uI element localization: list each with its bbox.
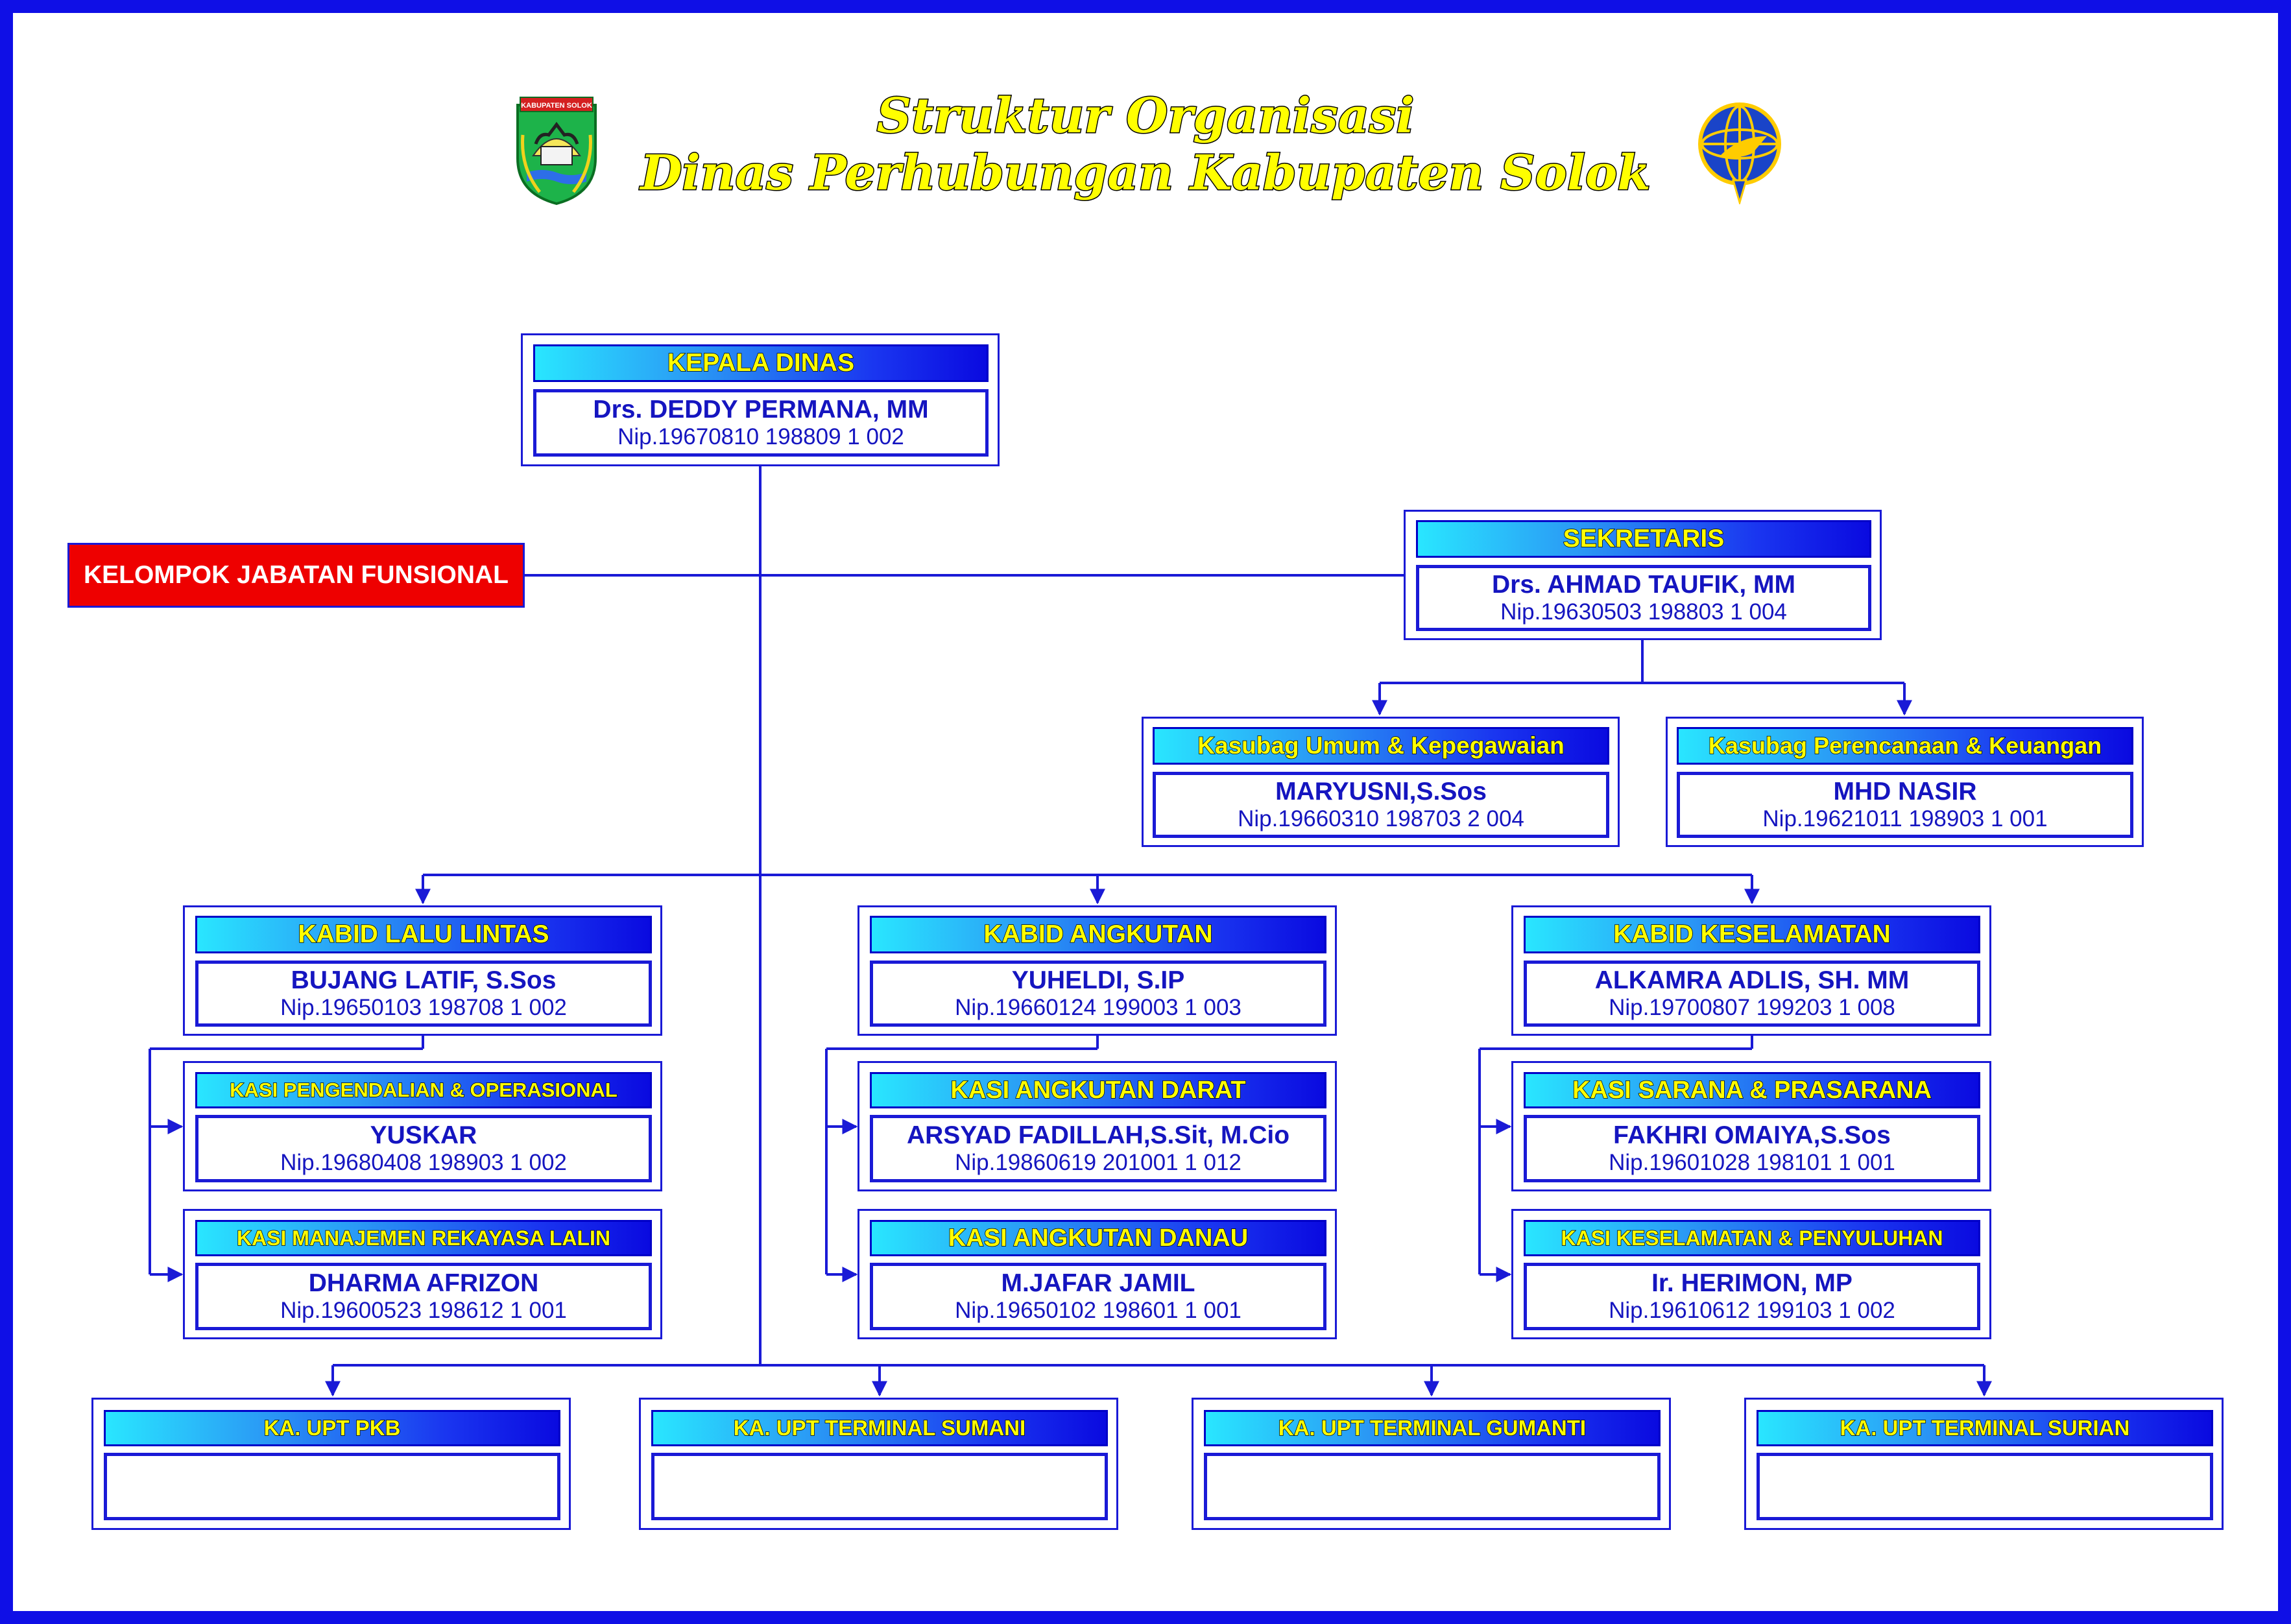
kasubag-perencanaan-title: Kasubag Perencanaan & Keuangan xyxy=(1677,727,2133,765)
kasi-angkutan-darat-name: ARSYAD FADILLAH,S.Sit, M.Cio xyxy=(906,1121,1290,1149)
kasi-sarana-name: FAKHRI OMAIYA,S.Sos xyxy=(1613,1121,1891,1149)
kabid-angkutan-nip: Nip.19660124 199003 1 003 xyxy=(955,995,1241,1020)
kabid-keselamatan-title: KABID KESELAMATAN xyxy=(1524,916,1980,953)
kasi-angkutan-darat-nip: Nip.19860619 201001 1 012 xyxy=(955,1150,1241,1175)
kepala-dinas-name: Drs. DEDDY PERMANA, MM xyxy=(593,396,929,424)
kabid-lalu-lintas-box: KABID LALU LINTAS BUJANG LATIF, S.Sos Ni… xyxy=(183,905,662,1036)
kabid-keselamatan-nip: Nip.19700807 199203 1 008 xyxy=(1609,995,1895,1020)
emblem-text: KABUPATEN SOLOK xyxy=(521,102,592,110)
kasubag-perencanaan-nip: Nip.19621011 198903 1 001 xyxy=(1762,806,2048,831)
kabid-keselamatan-box: KABID KESELAMATAN ALKAMRA ADLIS, SH. MM … xyxy=(1511,905,1991,1036)
kasubag-umum-nip: Nip.19660310 198703 2 004 xyxy=(1238,806,1524,831)
kabid-lalu-lintas-nip: Nip.19650103 198708 1 002 xyxy=(280,995,567,1020)
kasi-keselamatan-box: KASI KESELAMATAN & PENYULUHAN Ir. HERIMO… xyxy=(1511,1209,1991,1339)
sekretaris-nip: Nip.19630503 198803 1 004 xyxy=(1500,599,1787,625)
kasubag-perencanaan-box: Kasubag Perencanaan & Keuangan MHD NASIR… xyxy=(1666,717,2144,847)
kasi-keselamatan-title: KASI KESELAMATAN & PENYULUHAN xyxy=(1524,1220,1980,1256)
kasi-keselamatan-name: Ir. HERIMON, MP xyxy=(1651,1269,1853,1297)
upt-surian-box: KA. UPT TERMINAL SURIAN xyxy=(1744,1398,2224,1530)
kepala-dinas-title: KEPALA DINAS xyxy=(533,344,989,382)
kasi-keselamatan-nip: Nip.19610612 199103 1 002 xyxy=(1609,1298,1895,1323)
kepala-dinas-nip: Nip.19670810 198809 1 002 xyxy=(618,424,904,449)
kabid-lalu-lintas-name: BUJANG LATIF, S.Sos xyxy=(291,966,557,994)
kabid-angkutan-name: YUHELDI, S.IP xyxy=(1011,966,1185,994)
upt-surian-name-field xyxy=(1757,1453,2213,1520)
kabid-lalu-lintas-title: KABID LALU LINTAS xyxy=(195,916,652,953)
kasi-manajemen-title: KASI MANAJEMEN REKAYASA LALIN xyxy=(195,1220,652,1256)
kasi-angkutan-danau-name: M.JAFAR JAMIL xyxy=(1001,1269,1195,1297)
kasubag-umum-title: Kasubag Umum & Kepegawaian xyxy=(1153,727,1609,765)
kasi-manajemen-name: DHARMA AFRIZON xyxy=(308,1269,539,1297)
kepala-dinas-box: KEPALA DINAS Drs. DEDDY PERMANA, MM Nip.… xyxy=(521,333,1000,466)
kasi-angkutan-danau-nip: Nip.19650102 198601 1 001 xyxy=(955,1298,1241,1323)
kasi-pengendalian-nip: Nip.19680408 198903 1 002 xyxy=(280,1150,567,1175)
functional-group-box: KELOMPOK JABATAN FUNSIONAL xyxy=(67,543,525,608)
sekretaris-title: SEKRETARIS xyxy=(1416,520,1871,558)
upt-sumani-name-field xyxy=(651,1453,1108,1520)
upt-gumanti-title: KA. UPT TERMINAL GUMANTI xyxy=(1204,1410,1661,1446)
chart-subtitle: Dinas Perhubungan Kabupaten Solok xyxy=(640,145,1651,202)
upt-pkb-box: KA. UPT PKB xyxy=(91,1398,571,1530)
kabid-angkutan-title: KABID ANGKUTAN xyxy=(870,916,1326,953)
kasi-pengendalian-title: KASI PENGENDALIAN & OPERASIONAL xyxy=(195,1072,652,1108)
kasi-manajemen-box: KASI MANAJEMEN REKAYASA LALIN DHARMA AFR… xyxy=(183,1209,662,1339)
kasubag-umum-name: MARYUSNI,S.Sos xyxy=(1275,778,1487,806)
kasubag-perencanaan-name: MHD NASIR xyxy=(1833,778,1977,806)
upt-surian-title: KA. UPT TERMINAL SURIAN xyxy=(1757,1410,2213,1446)
sekretaris-name: Drs. AHMAD TAUFIK, MM xyxy=(1492,571,1795,599)
upt-gumanti-name-field xyxy=(1204,1453,1661,1520)
upt-sumani-box: KA. UPT TERMINAL SUMANI xyxy=(639,1398,1118,1530)
kasi-angkutan-danau-title: KASI ANGKUTAN DANAU xyxy=(870,1220,1326,1256)
kasi-angkutan-danau-box: KASI ANGKUTAN DANAU M.JAFAR JAMIL Nip.19… xyxy=(858,1209,1337,1339)
kasi-angkutan-darat-title: KASI ANGKUTAN DARAT xyxy=(870,1072,1326,1108)
kasi-sarana-title: KASI SARANA & PRASARANA xyxy=(1524,1072,1980,1108)
kasi-pengendalian-box: KASI PENGENDALIAN & OPERASIONAL YUSKAR N… xyxy=(183,1061,662,1191)
kabid-angkutan-box: KABID ANGKUTAN YUHELDI, S.IP Nip.1966012… xyxy=(858,905,1337,1036)
kabid-keselamatan-name: ALKAMRA ADLIS, SH. MM xyxy=(1594,966,1910,994)
kasubag-umum-box: Kasubag Umum & Kepegawaian MARYUSNI,S.So… xyxy=(1142,717,1620,847)
kasi-sarana-nip: Nip.19601028 198101 1 001 xyxy=(1609,1150,1895,1175)
upt-pkb-title: KA. UPT PKB xyxy=(104,1410,560,1446)
upt-sumani-title: KA. UPT TERMINAL SUMANI xyxy=(651,1410,1108,1446)
kasi-manajemen-nip: Nip.19600523 198612 1 001 xyxy=(280,1298,567,1323)
kabupaten-solok-emblem-icon: KABUPATEN SOLOK xyxy=(516,97,597,206)
chart-title: Struktur Organisasi xyxy=(876,88,1415,145)
upt-pkb-name-field xyxy=(104,1453,560,1520)
kasi-angkutan-darat-box: KASI ANGKUTAN DARAT ARSYAD FADILLAH,S.Si… xyxy=(858,1061,1337,1191)
upt-gumanti-box: KA. UPT TERMINAL GUMANTI xyxy=(1192,1398,1671,1530)
kasi-sarana-box: KASI SARANA & PRASARANA FAKHRI OMAIYA,S.… xyxy=(1511,1061,1991,1191)
kasi-pengendalian-name: YUSKAR xyxy=(370,1121,477,1149)
dishub-emblem-icon xyxy=(1698,102,1781,204)
sekretaris-box: SEKRETARIS Drs. AHMAD TAUFIK, MM Nip.196… xyxy=(1404,510,1882,640)
